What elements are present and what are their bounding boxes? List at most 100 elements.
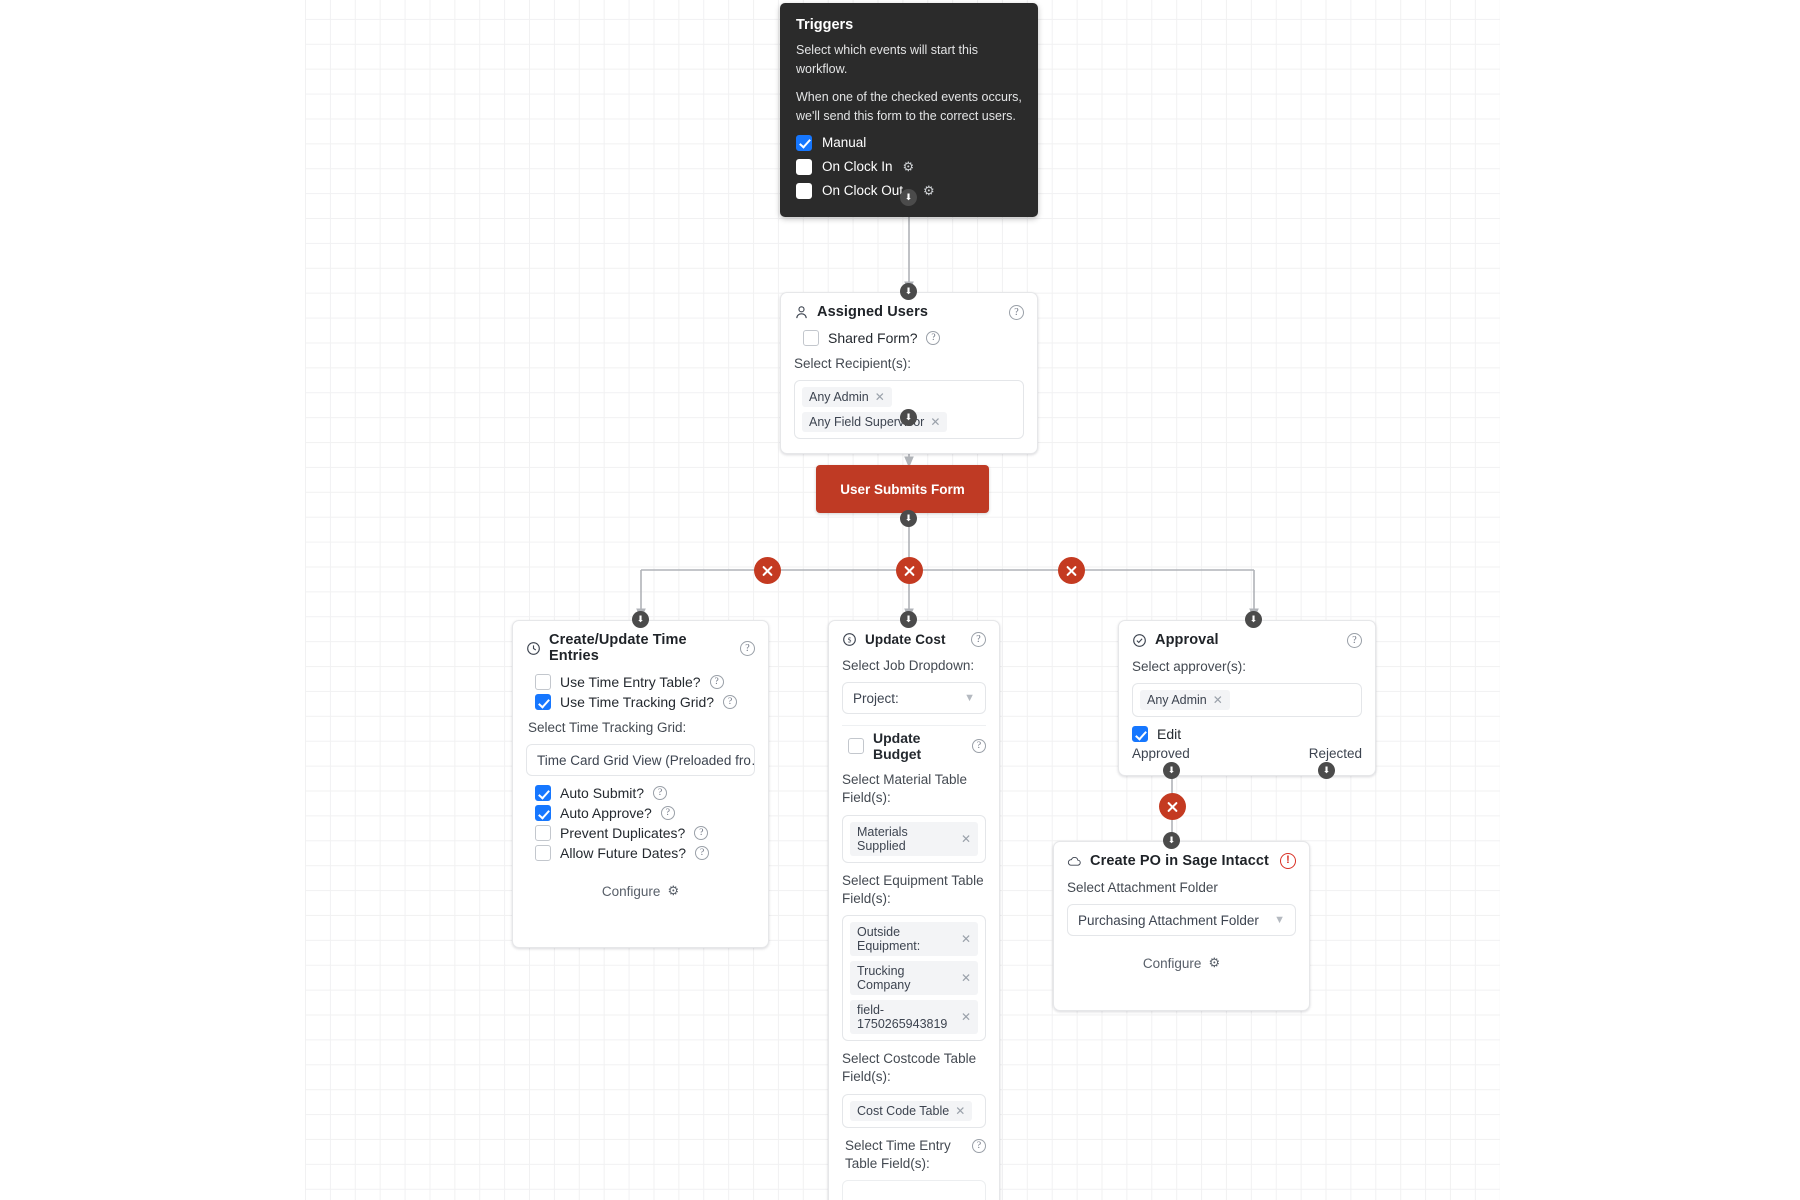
delete-branch-button[interactable] [754, 557, 781, 584]
help-icon[interactable]: ? [723, 695, 738, 709]
triggers-panel[interactable]: Triggers Select which events will start … [780, 3, 1038, 217]
trigger-option-on-clock-in[interactable]: On Clock In ⚙ [796, 158, 1022, 175]
update-budget-row[interactable]: Update Budget ? [842, 730, 986, 762]
gear-icon: ⚙ [667, 883, 680, 899]
connector-handle[interactable]: ⬇ [1163, 832, 1180, 849]
help-icon[interactable]: ? [653, 786, 668, 801]
node-update-cost[interactable]: $ Update Cost ? Select Job Dropdown: Pro… [828, 620, 1000, 1200]
help-icon[interactable]: ? [926, 331, 941, 345]
help-icon[interactable]: ? [972, 1138, 986, 1153]
remove-token-icon[interactable]: ✕ [930, 415, 941, 430]
use-time-tracking-grid-checkbox[interactable] [535, 694, 551, 710]
recipients-label: Select Recipient(s): [794, 356, 912, 371]
equipment-table-input[interactable]: Outside Equipment: ✕ Trucking Company ✕ … [842, 915, 986, 1042]
time-entry-table-input[interactable] [842, 1179, 986, 1200]
auto-approve-checkbox[interactable] [535, 805, 551, 822]
chevron-down-icon: ▼ [1274, 914, 1285, 927]
token-chip[interactable]: Any Field Supervisor ✕ [802, 412, 948, 433]
help-icon[interactable]: ? [1009, 304, 1024, 320]
node-title: Update Cost [865, 632, 946, 647]
delete-branch-button[interactable] [1159, 793, 1186, 820]
prevent-duplicates-checkbox[interactable] [535, 825, 551, 842]
job-dropdown-select[interactable]: Project: ▼ [842, 682, 986, 715]
shared-form-row[interactable]: Shared Form? ? [794, 330, 1024, 346]
remove-token-icon[interactable]: ✕ [960, 1010, 971, 1025]
alert-icon[interactable]: ! [1280, 853, 1296, 869]
help-icon[interactable]: ? [709, 675, 724, 689]
trigger-checkbox-on-clock-in[interactable] [796, 158, 812, 175]
configure-label: Configure [1142, 955, 1202, 971]
remove-token-icon[interactable]: ✕ [960, 971, 971, 986]
token-chip[interactable]: field-1750265943819 ✕ [850, 1000, 978, 1035]
approver-input[interactable]: Any Admin ✕ [1132, 683, 1362, 718]
connector-handle[interactable]: ⬇ [900, 409, 917, 426]
connector-handle[interactable]: ⬇ [900, 283, 917, 300]
delete-branch-button[interactable] [896, 557, 923, 584]
help-icon[interactable]: ? [1347, 632, 1362, 648]
edit-checkbox[interactable] [1132, 726, 1148, 743]
use-time-entry-table-row[interactable]: Use Time Entry Table? ? [526, 674, 755, 690]
node-create-po-sage-intacct[interactable]: Create PO in Sage Intacct ! Select Attac… [1053, 841, 1310, 1011]
token-chip[interactable]: Any Admin ✕ [802, 387, 892, 408]
triggers-subtitle-1: Select which events will start this work… [796, 43, 979, 77]
update-budget-label: Update Budget [873, 730, 922, 763]
use-time-tracking-grid-row[interactable]: Use Time Tracking Grid? ? [526, 694, 755, 710]
help-icon[interactable]: ? [694, 826, 709, 841]
node-approval[interactable]: Approval ? Select approver(s): Any Admin… [1118, 620, 1376, 777]
connector-handle[interactable]: ⬇ [1245, 611, 1262, 628]
remove-token-icon[interactable]: ✕ [1212, 693, 1223, 708]
trigger-option-on-clock-out[interactable]: On Clock Out ⚙ [796, 182, 1022, 199]
connector-handle[interactable]: ⬇ [632, 611, 649, 628]
auto-approve-row[interactable]: Auto Approve? ? [526, 805, 755, 822]
remove-token-icon[interactable]: ✕ [960, 932, 971, 947]
configure-label: Configure [601, 883, 661, 899]
prevent-duplicates-row[interactable]: Prevent Duplicates? ? [526, 825, 755, 842]
help-icon[interactable]: ? [740, 640, 755, 656]
time-tracking-grid-select[interactable]: Time Card Grid View (Preloaded fro… ▼ [526, 744, 755, 777]
trigger-label-manual: Manual [822, 135, 867, 150]
allow-future-dates-row[interactable]: Allow Future Dates? ? [526, 845, 755, 862]
update-budget-checkbox[interactable] [848, 738, 864, 755]
delete-branch-button[interactable] [1058, 557, 1085, 584]
material-table-input[interactable]: Materials Supplied ✕ [842, 814, 986, 863]
attachment-folder-select[interactable]: Purchasing Attachment Folder ▼ [1067, 904, 1296, 937]
edit-row[interactable]: Edit [1132, 726, 1362, 743]
configure-button[interactable]: Configure ⚙ [526, 883, 755, 899]
user-submits-form-node[interactable]: User Submits Form [816, 465, 989, 513]
connector-handle[interactable]: ⬇ [900, 611, 917, 628]
shared-form-checkbox[interactable] [803, 330, 819, 346]
token-chip[interactable]: Cost Code Table ✕ [850, 1100, 973, 1121]
token-chip[interactable]: Any Admin ✕ [1140, 690, 1230, 711]
token-chip[interactable]: Materials Supplied ✕ [850, 821, 978, 856]
help-icon[interactable]: ? [660, 806, 675, 821]
auto-submit-checkbox[interactable] [535, 785, 551, 802]
remove-token-icon[interactable]: ✕ [960, 831, 971, 846]
auto-submit-row[interactable]: Auto Submit? ? [526, 785, 755, 802]
node-create-update-time-entries[interactable]: Create/Update Time Entries ? Use Time En… [512, 620, 769, 949]
node-assigned-users[interactable]: Assigned Users ? Shared Form? ? Select R… [780, 292, 1038, 455]
connector-handle-rejected[interactable]: ⬇ [1318, 762, 1335, 779]
token-label: Cost Code Table [857, 1103, 950, 1118]
connector-handle[interactable]: ⬇ [900, 189, 917, 206]
connector-handle-approved[interactable]: ⬇ [1163, 762, 1180, 779]
connector-handle[interactable]: ⬇ [900, 510, 917, 527]
remove-token-icon[interactable]: ✕ [874, 390, 885, 405]
token-chip[interactable]: Outside Equipment: ✕ [850, 922, 978, 957]
help-icon[interactable]: ? [971, 632, 986, 647]
trigger-checkbox-on-clock-out[interactable] [796, 182, 812, 199]
costcode-table-input[interactable]: Cost Code Table ✕ [842, 1093, 986, 1128]
trigger-checkbox-manual[interactable] [796, 134, 812, 151]
approver-label: Select approver(s): [1132, 659, 1247, 674]
configure-button[interactable]: Configure ⚙ [1067, 955, 1296, 971]
help-icon[interactable]: ? [695, 846, 710, 861]
use-time-entry-table-checkbox[interactable] [535, 674, 551, 690]
trigger-option-manual[interactable]: Manual [796, 134, 1022, 151]
remove-token-icon[interactable]: ✕ [955, 1103, 966, 1118]
help-icon[interactable]: ? [972, 739, 986, 754]
allow-future-dates-checkbox[interactable] [535, 845, 551, 862]
token-chip[interactable]: Trucking Company ✕ [850, 961, 978, 996]
gear-icon[interactable]: ⚙ [923, 182, 935, 198]
gear-icon[interactable]: ⚙ [902, 158, 915, 174]
prevent-duplicates-label: Prevent Duplicates? [560, 825, 686, 842]
